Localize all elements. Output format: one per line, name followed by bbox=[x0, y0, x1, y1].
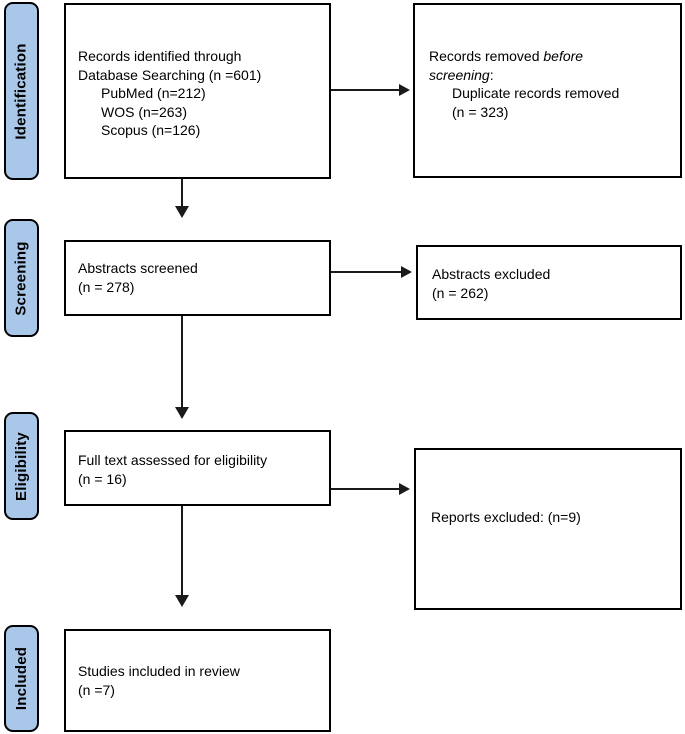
stage-eligibility: Eligibility bbox=[4, 412, 39, 520]
arrow-fulltext-to-included-line bbox=[181, 506, 183, 596]
records-identified-wos: WOS (n=263) bbox=[101, 103, 187, 120]
arrow-screened-to-excluded-head-icon bbox=[401, 266, 412, 278]
records-removed-line1: Records removed before bbox=[429, 47, 672, 66]
records-removed-line2-colon: : bbox=[489, 66, 494, 83]
abstracts-excluded-line2: (n = 262) bbox=[432, 284, 489, 301]
records-identified-pubmed: PubMed (n=212) bbox=[101, 85, 206, 101]
arrow-screened-to-excluded-line bbox=[331, 271, 403, 273]
records-removed-line2: screening: bbox=[429, 66, 672, 85]
studies-included-line1: Studies included in review bbox=[78, 663, 240, 679]
box-records-identified: Records identified through Database Sear… bbox=[64, 3, 331, 179]
stage-identification: Identification bbox=[4, 2, 39, 180]
arrow-identified-to-screened-head-icon bbox=[175, 206, 189, 218]
arrow-identified-to-screened-line bbox=[181, 179, 183, 207]
abstracts-screened-line2: (n = 278) bbox=[78, 278, 135, 295]
arrow-identified-to-removed-line bbox=[331, 89, 401, 91]
stage-screening: Screening bbox=[4, 219, 39, 337]
box-abstracts-screened: Abstracts screened (n = 278) bbox=[64, 240, 331, 316]
box-studies-included: Studies included in review (n =7) bbox=[64, 629, 331, 732]
arrow-fulltext-to-reports-line bbox=[331, 488, 401, 490]
stage-screening-label: Screening bbox=[13, 240, 31, 316]
fulltext-assessed-line1: Full text assessed for eligibility bbox=[78, 452, 268, 468]
records-removed-line1-italic: before bbox=[543, 48, 584, 64]
box-abstracts-excluded: Abstracts excluded (n = 262) bbox=[416, 245, 682, 320]
records-identified-scopus: Scopus (n=126) bbox=[101, 122, 201, 138]
fulltext-assessed-line2: (n = 16) bbox=[78, 470, 127, 487]
box-fulltext-assessed: Full text assessed for eligibility (n = … bbox=[64, 430, 331, 506]
stage-included: Included bbox=[4, 625, 39, 732]
stage-eligibility-label: Eligibility bbox=[13, 431, 30, 501]
arrow-screened-to-fulltext-line bbox=[181, 316, 183, 408]
records-removed-duplicates: Duplicate records removed bbox=[452, 85, 620, 101]
records-removed-line1-prefix: Records removed bbox=[429, 48, 544, 64]
stage-identification-label: Identification bbox=[13, 42, 31, 140]
records-removed-line2-italic: screening bbox=[429, 66, 490, 83]
records-removed-count: (n = 323) bbox=[452, 103, 509, 120]
records-identified-line2: Database Searching (n =601) bbox=[78, 66, 262, 83]
abstracts-excluded-line1: Abstracts excluded bbox=[432, 266, 551, 282]
arrow-screened-to-fulltext-head-icon bbox=[175, 407, 189, 419]
arrow-fulltext-to-reports-head-icon bbox=[399, 483, 410, 495]
abstracts-screened-line1: Abstracts screened bbox=[78, 260, 198, 276]
arrow-fulltext-to-included-head-icon bbox=[175, 595, 189, 607]
box-records-removed: Records removed before screening: Duplic… bbox=[413, 3, 682, 178]
studies-included-line2: (n =7) bbox=[78, 681, 115, 698]
box-reports-excluded: Reports excluded: (n=9) bbox=[414, 448, 682, 610]
reports-excluded-line1: Reports excluded: (n=9) bbox=[431, 509, 581, 525]
arrow-identified-to-removed-head-icon bbox=[399, 84, 410, 96]
records-identified-line1: Records identified through bbox=[78, 48, 242, 64]
stage-included-label: Included bbox=[13, 646, 30, 711]
